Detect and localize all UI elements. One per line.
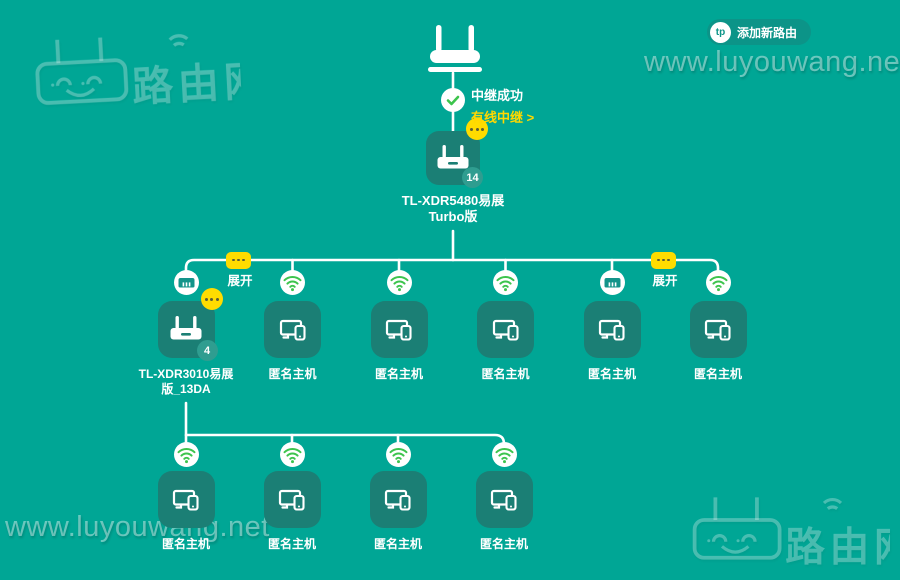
luyouwang-logo-watermark: 路由网	[690, 486, 890, 571]
host-node[interactable]: 匿名主机	[339, 270, 459, 382]
devices-tile[interactable]	[583, 301, 641, 358]
devices-icon	[279, 319, 306, 341]
devices-tile[interactable]	[689, 301, 747, 358]
tp-logo-icon: tp	[710, 21, 731, 43]
router-tile[interactable]: 4	[157, 288, 223, 361]
devices-icon	[172, 489, 199, 511]
site-url-watermark: www.luyouwang.net	[5, 511, 270, 543]
devices-tile[interactable]	[477, 301, 534, 358]
more-options-button[interactable]	[200, 288, 223, 310]
node-name: 匿名主机	[267, 537, 316, 551]
ethernet-icon	[604, 278, 620, 288]
wifi-icon	[496, 276, 515, 292]
devices-tile[interactable]	[157, 471, 215, 528]
site-url-watermark: www.luyouwang.net	[644, 46, 900, 78]
add-router-label: 添加新路由	[737, 25, 798, 40]
expand-button[interactable]	[226, 251, 251, 269]
relay-type-link[interactable]: 有线中继 >	[471, 110, 535, 125]
devices-tile[interactable]	[263, 471, 321, 528]
wifi-icon	[390, 276, 408, 292]
node-name: 匿名主机	[161, 537, 210, 551]
host-node[interactable]: 匿名主机	[233, 270, 353, 382]
wifi-icon	[495, 448, 513, 464]
node-name: TL-XDR3010易展版_13DA	[138, 367, 234, 396]
devices-icon	[598, 319, 625, 341]
add-router-button[interactable]: tp 添加新路由	[707, 19, 811, 45]
host-node[interactable]: 匿名主机	[444, 442, 564, 552]
devices-icon	[704, 319, 731, 341]
wired-connection-icon	[599, 270, 625, 295]
node-name: 匿名主机	[587, 367, 636, 381]
wifi-icon	[709, 276, 727, 292]
wifi-icon	[283, 448, 301, 464]
client-count-badge: 4	[196, 340, 218, 361]
host-node[interactable]: 匿名主机	[446, 270, 566, 382]
devices-tile[interactable]	[475, 471, 533, 528]
wifi-connection-icon	[491, 442, 517, 467]
wifi-connection-icon	[279, 442, 305, 467]
devices-icon	[385, 319, 412, 341]
wifi-connection-icon	[173, 442, 199, 467]
wifi-connection-icon	[280, 270, 305, 295]
router-icon	[437, 144, 469, 168]
expand-button[interactable]	[651, 251, 676, 269]
wifi-connection-icon	[705, 270, 731, 295]
devices-icon	[490, 489, 517, 511]
wired-connection-icon	[173, 270, 199, 295]
router-icon	[170, 316, 202, 340]
wifi-icon	[389, 448, 407, 464]
root-router-name: TL-XDR5480易展 Turbo版	[401, 193, 505, 224]
node-name: 匿名主机	[268, 367, 317, 381]
host-node[interactable]: 匿名主机	[126, 442, 246, 552]
wifi-icon	[177, 448, 195, 464]
svg-text:路由网: 路由网	[131, 57, 242, 110]
expand-label: 展开	[652, 274, 678, 288]
node-name: 匿名主机	[481, 367, 530, 381]
client-count-badge: 14	[462, 167, 483, 188]
more-options-button[interactable]	[466, 118, 488, 140]
svg-text:路由网: 路由网	[785, 526, 890, 570]
host-node[interactable]: 匿名主机	[552, 270, 672, 382]
host-node[interactable]: 匿名主机	[232, 442, 352, 552]
expand-label: 展开	[227, 274, 253, 288]
wifi-connection-icon	[386, 270, 412, 295]
luyouwang-logo-watermark: 路由网	[30, 19, 242, 118]
wifi-connection-icon	[385, 442, 411, 467]
devices-tile[interactable]	[369, 471, 427, 528]
devices-icon	[278, 489, 305, 511]
node-name: 匿名主机	[374, 367, 423, 381]
wifi-connection-icon	[493, 270, 518, 295]
relay-status-text: 中继成功	[471, 88, 524, 103]
devices-tile[interactable]	[264, 301, 321, 358]
devices-tile[interactable]	[370, 301, 428, 358]
root-router-node[interactable]: 14	[426, 118, 488, 188]
host-node[interactable]: 匿名主机	[658, 270, 778, 382]
devices-icon	[492, 319, 519, 341]
node-name: 匿名主机	[373, 537, 422, 551]
devices-icon	[384, 489, 411, 511]
host-node[interactable]: 匿名主机	[338, 442, 458, 552]
root-router-tile[interactable]: 14	[426, 118, 488, 188]
node-name: 匿名主机	[479, 537, 528, 551]
success-check-icon	[441, 88, 465, 112]
wifi-icon	[283, 276, 302, 292]
internet-gateway-icon	[428, 25, 482, 73]
node-name: 匿名主机	[693, 367, 742, 381]
ethernet-icon	[178, 278, 194, 288]
